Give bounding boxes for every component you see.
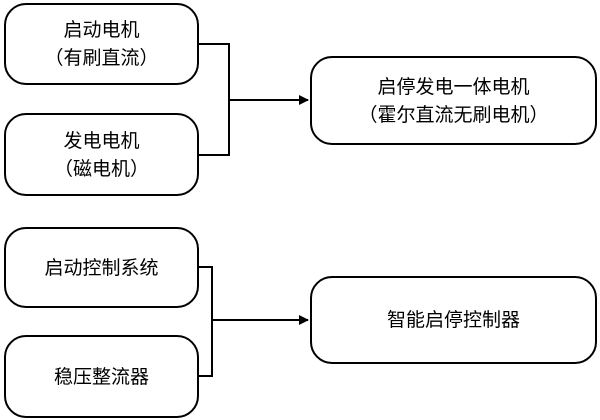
node-start-control-system: 启动控制系统: [4, 227, 199, 308]
connector-controllers-to-smart: [199, 266, 309, 377]
connector-motors-to-integrated: [199, 43, 309, 156]
node-smart-start-stop-controller-title: 智能启停控制器: [386, 309, 520, 331]
node-generator-motor: 发电电机 （磁电机）: [4, 113, 199, 196]
node-generator-motor-subtitle: （磁电机）: [53, 157, 149, 180]
node-integrated-motor-title: 启停发电一体电机: [377, 75, 530, 98]
node-integrated-motor-subtitle: （霍尔直流无刷电机）: [358, 103, 549, 126]
node-start-motor: 启动电机 （有刷直流）: [4, 3, 199, 85]
node-voltage-rectifier-title: 稳压整流器: [53, 365, 149, 388]
node-start-control-system-title: 启动控制系统: [44, 256, 159, 279]
node-start-motor-subtitle: （有刷直流）: [44, 47, 159, 69]
node-generator-motor-title: 发电电机: [63, 129, 140, 152]
node-voltage-rectifier: 稳压整流器: [4, 335, 199, 418]
node-integrated-motor: 启停发电一体电机 （霍尔直流无刷电机）: [310, 56, 597, 145]
node-start-motor-title: 启动电机: [63, 19, 140, 41]
node-smart-start-stop-controller: 智能启停控制器: [310, 276, 597, 364]
